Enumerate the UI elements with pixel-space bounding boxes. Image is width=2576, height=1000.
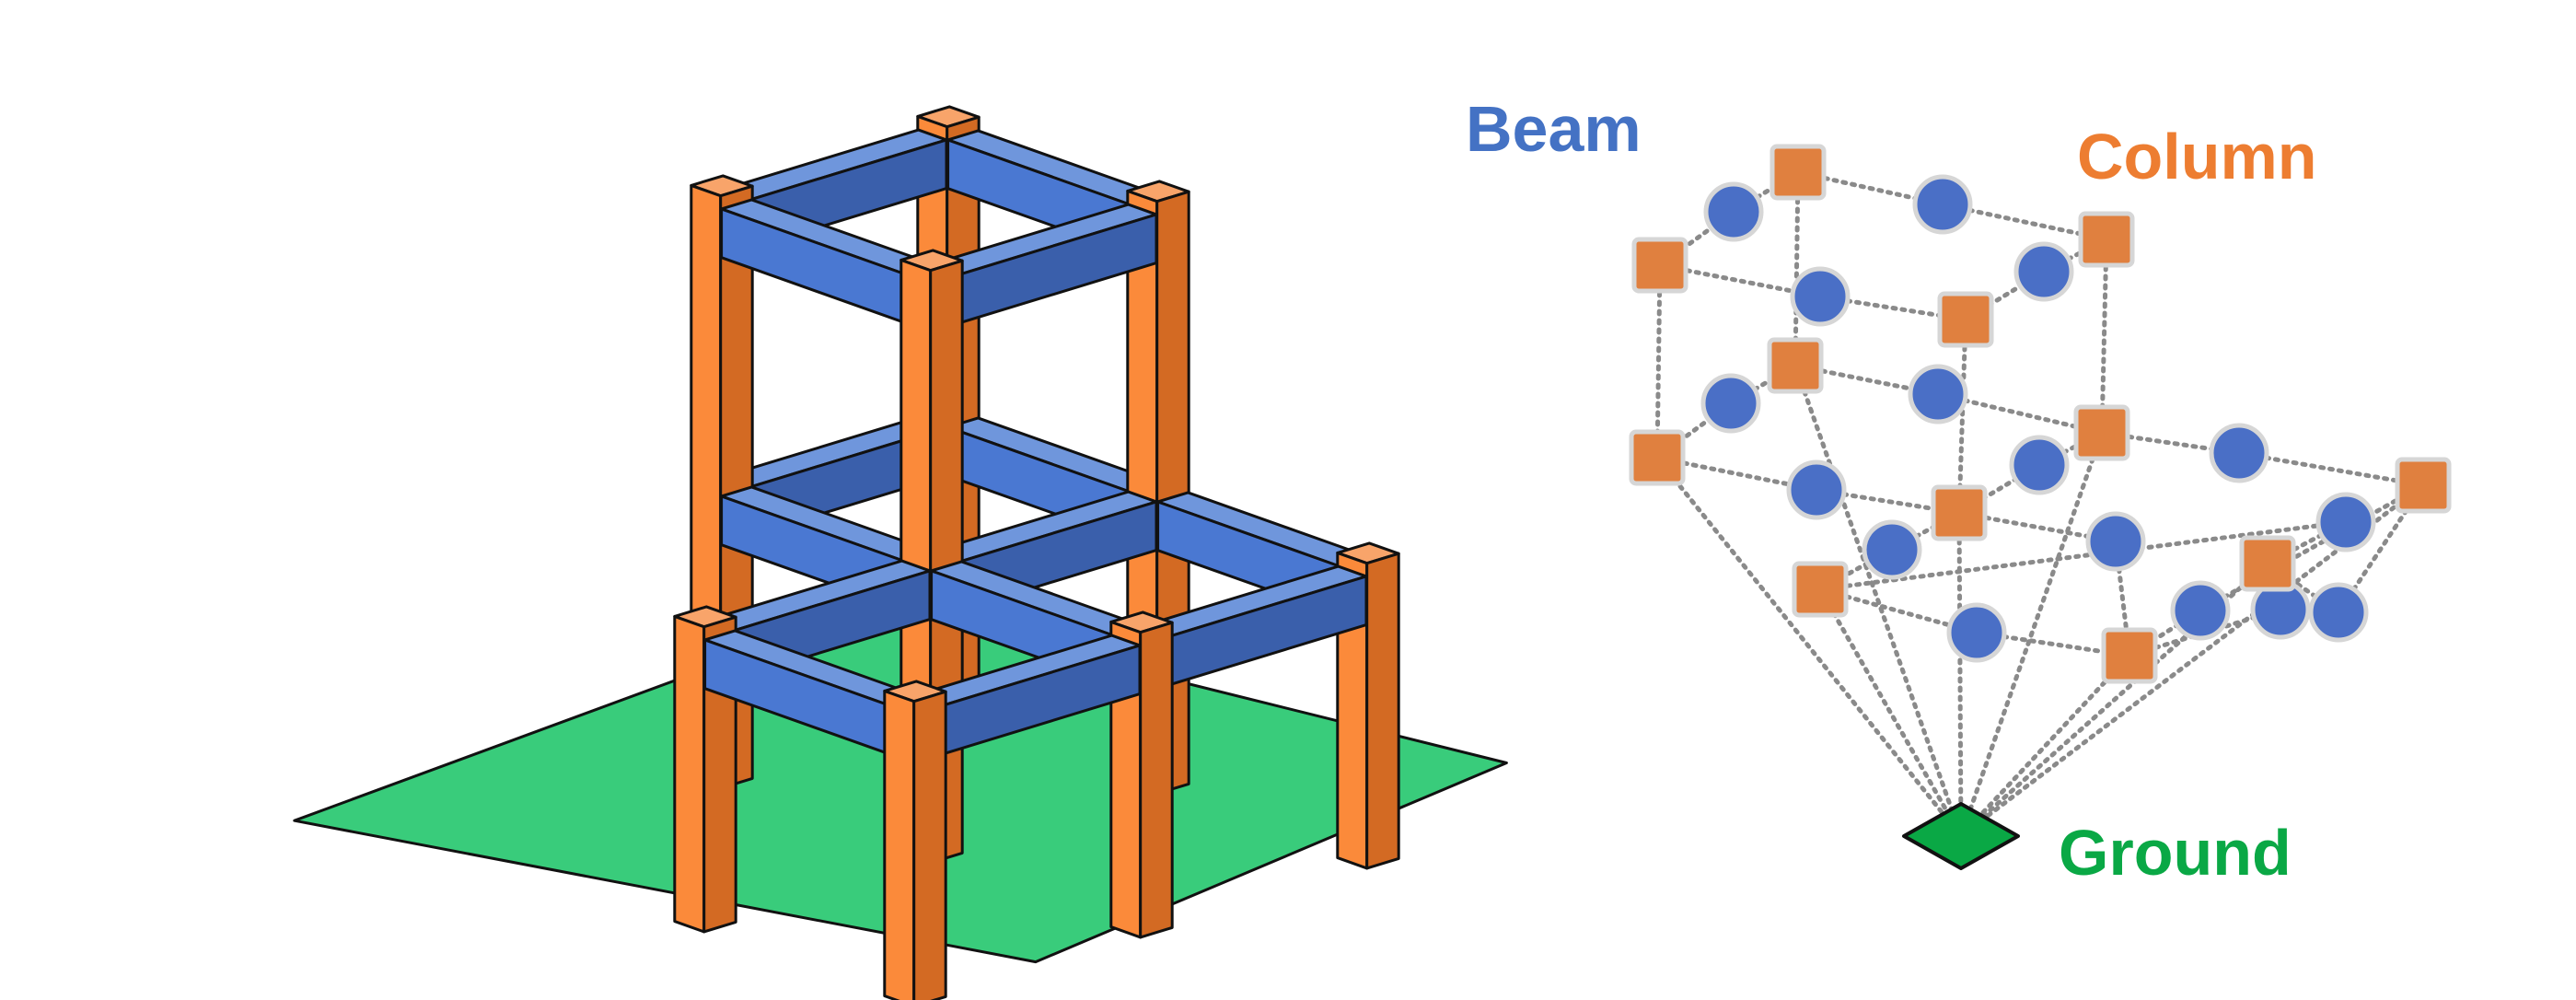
beam-node-B7 <box>1786 459 1847 520</box>
graph-edge-C4-C8 <box>1956 317 1968 516</box>
beam-node-B8 <box>2009 435 2070 495</box>
graph-edge-B9-C11 <box>2236 450 2426 488</box>
column-label: Column <box>2077 121 2317 192</box>
beam-node-B11 <box>1946 602 2007 663</box>
column-5-side <box>1139 621 1174 939</box>
graph-edge-C8-G <box>1956 510 1964 839</box>
graph-edge-C7-G <box>1958 430 2105 839</box>
column-7-front <box>673 614 706 934</box>
ground-label: Ground <box>2059 817 2292 889</box>
graph-edge-C9-B14 <box>1817 519 2349 592</box>
column-6-side <box>1365 552 1400 870</box>
graph-edge-C3-C7 <box>2099 237 2109 436</box>
column-node-C10 <box>2101 627 2158 684</box>
column-node-C5 <box>1629 429 1686 486</box>
structure-graph <box>1629 144 2452 870</box>
beam-node-B15 <box>2308 582 2369 643</box>
column-node-C2 <box>1770 144 1827 201</box>
beam-node-B3 <box>1790 266 1851 327</box>
column-node-C12 <box>2239 535 2296 592</box>
graph-edge-C6-G <box>1793 363 1964 839</box>
frame-structure-illustration <box>293 105 1508 1000</box>
beam-node-B9 <box>2209 423 2269 483</box>
graph-edge-C2-C6 <box>1793 169 1801 368</box>
column-node-C7 <box>2073 404 2130 461</box>
ground-node-diamond <box>1902 802 2020 870</box>
column-node-C6 <box>1767 337 1824 394</box>
column-node-C8 <box>1931 484 1988 541</box>
beam-node-B12 <box>2170 580 2231 641</box>
beam-node-B14 <box>2315 492 2376 552</box>
column-node-C1 <box>1631 237 1688 294</box>
column-node-C3 <box>2078 211 2135 268</box>
beam-node-B2 <box>1912 174 1973 235</box>
graph-edge-C5-G <box>1654 455 1964 839</box>
beam-node-B6 <box>1908 364 1968 424</box>
ground-node <box>1902 802 2020 870</box>
column-8-front <box>883 689 916 1000</box>
graph-edge-C10-G <box>1958 653 2132 839</box>
beam-node-B5 <box>1700 373 1761 434</box>
beam-node-B10 <box>1862 519 1922 580</box>
beam-node-B1 <box>1703 181 1764 242</box>
graph-edge-C1-C5 <box>1654 262 1663 460</box>
column-8-side <box>912 690 947 1000</box>
column-node-C4 <box>1937 291 1994 348</box>
beam-node-B4 <box>2013 241 2074 302</box>
column-node-C11 <box>2395 457 2452 514</box>
beam-label: Beam <box>1466 93 1642 165</box>
graph-edge-C9-G <box>1817 587 1964 839</box>
column-node-C9 <box>1792 561 1849 618</box>
graph-nodes <box>1629 144 2452 684</box>
graph-edge-B12-C11 <box>2198 483 2426 613</box>
beam-node-B13 <box>2085 511 2146 572</box>
